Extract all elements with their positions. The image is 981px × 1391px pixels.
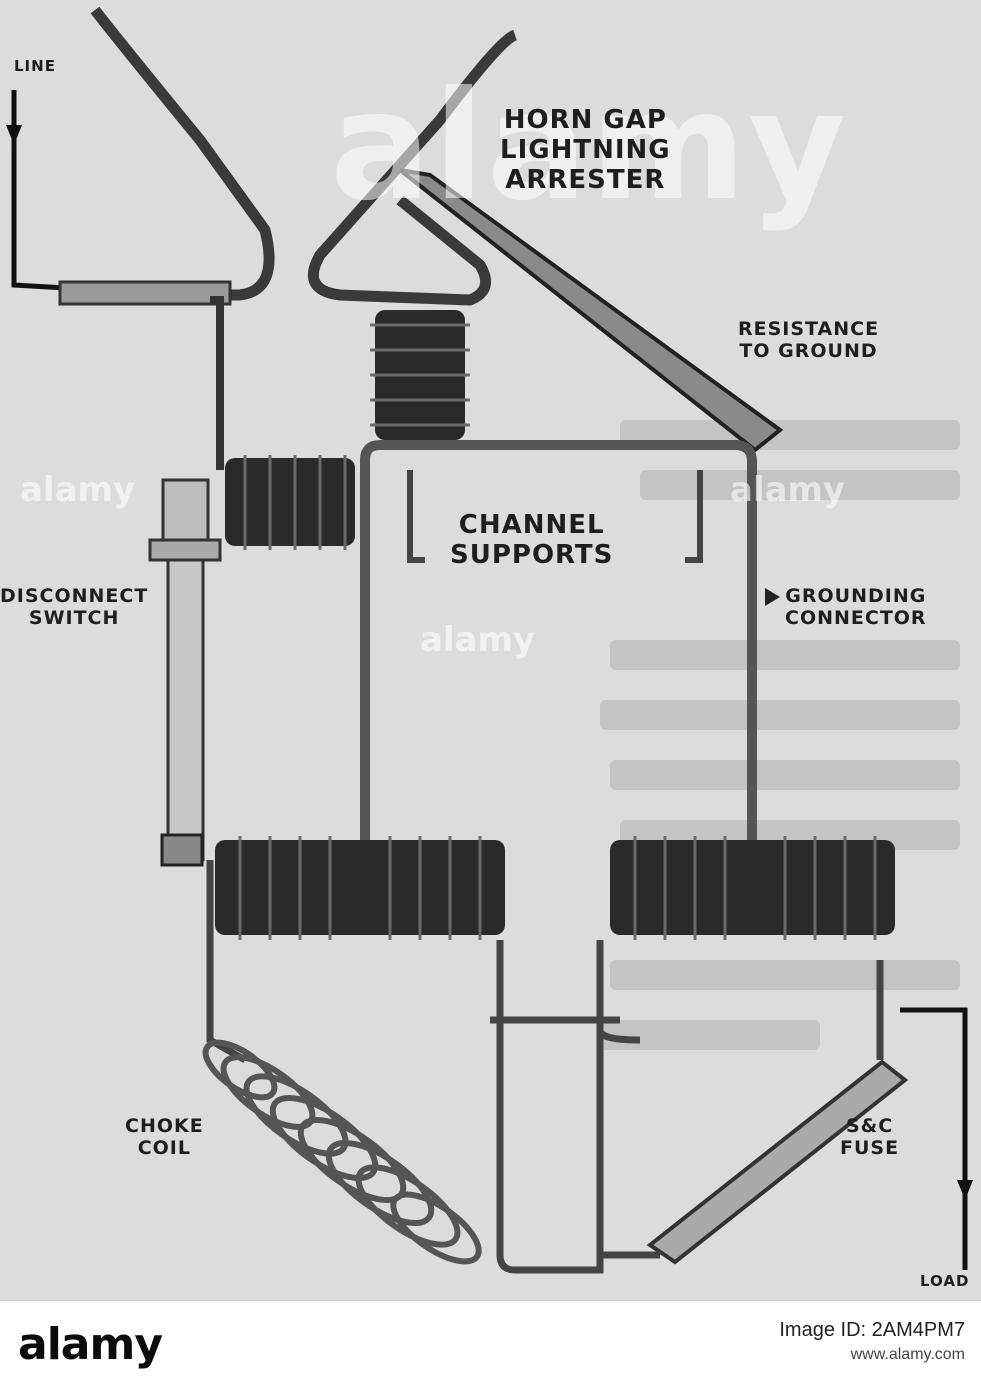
load-arrow-icon bbox=[957, 1180, 973, 1200]
horn-right bbox=[307, 29, 518, 306]
watermark-tile: alamy bbox=[20, 470, 136, 510]
choke-coil bbox=[202, 1039, 482, 1265]
label-choke-coil: CHOKE COIL bbox=[125, 1115, 204, 1159]
alamy-logo: alamy bbox=[18, 1319, 208, 1373]
background-page-text bbox=[600, 420, 960, 1050]
upper-horizontal-insulator bbox=[225, 455, 355, 550]
horn-left bbox=[90, 6, 275, 301]
label-horn-gap-arrester: HORN GAP LIGHTNING ARRESTER bbox=[500, 105, 671, 195]
line-arrow-icon bbox=[6, 125, 22, 145]
channel-frame bbox=[360, 440, 757, 840]
load-wire bbox=[900, 1007, 968, 1270]
resistance-rod bbox=[398, 168, 784, 453]
site-url-text: www.alamy.com bbox=[850, 1346, 965, 1363]
channel-brackets bbox=[407, 470, 703, 563]
watermark-text: alamy bbox=[330, 60, 848, 234]
label-grounding-connector: GROUNDING CONNECTOR bbox=[785, 585, 927, 629]
footer-meta: Image ID: 2AM4PM7 www.alamy.com bbox=[779, 1317, 965, 1367]
watermark-tile: alamy bbox=[420, 620, 536, 660]
switch-lead bbox=[210, 296, 224, 470]
label-load: LOAD bbox=[920, 1272, 970, 1290]
stock-footer-bar: alamy Image ID: 2AM4PM7 www.alamy.com bbox=[0, 1300, 981, 1391]
image-id-text: Image ID: 2AM4PM7 bbox=[779, 1319, 965, 1341]
arrester-illustration bbox=[6, 6, 973, 1274]
line-clamp bbox=[58, 280, 232, 306]
label-disconnect-switch: DISCONNECT SWITCH bbox=[0, 585, 149, 629]
label-sc-fuse: S&C FUSE bbox=[840, 1115, 900, 1159]
figure-photo: alamy alamy alamy alamy LINE HORN GAP LI… bbox=[0, 0, 981, 1300]
grounding-arrow-icon bbox=[765, 588, 780, 606]
label-resistance-to-ground: RESISTANCE TO GROUND bbox=[738, 318, 880, 362]
sc-fuse bbox=[596, 940, 909, 1265]
lower-left-insulator bbox=[215, 836, 505, 940]
label-channel-supports: CHANNEL SUPPORTS bbox=[450, 510, 614, 570]
disconnect-switch bbox=[148, 478, 222, 867]
lower-right-insulator bbox=[610, 836, 895, 940]
line-wire bbox=[11, 90, 101, 293]
watermark-tile: alamy bbox=[730, 470, 846, 510]
label-line: LINE bbox=[14, 57, 56, 75]
top-insulator bbox=[370, 310, 470, 440]
alamy-logo-text: alamy bbox=[18, 1319, 163, 1370]
